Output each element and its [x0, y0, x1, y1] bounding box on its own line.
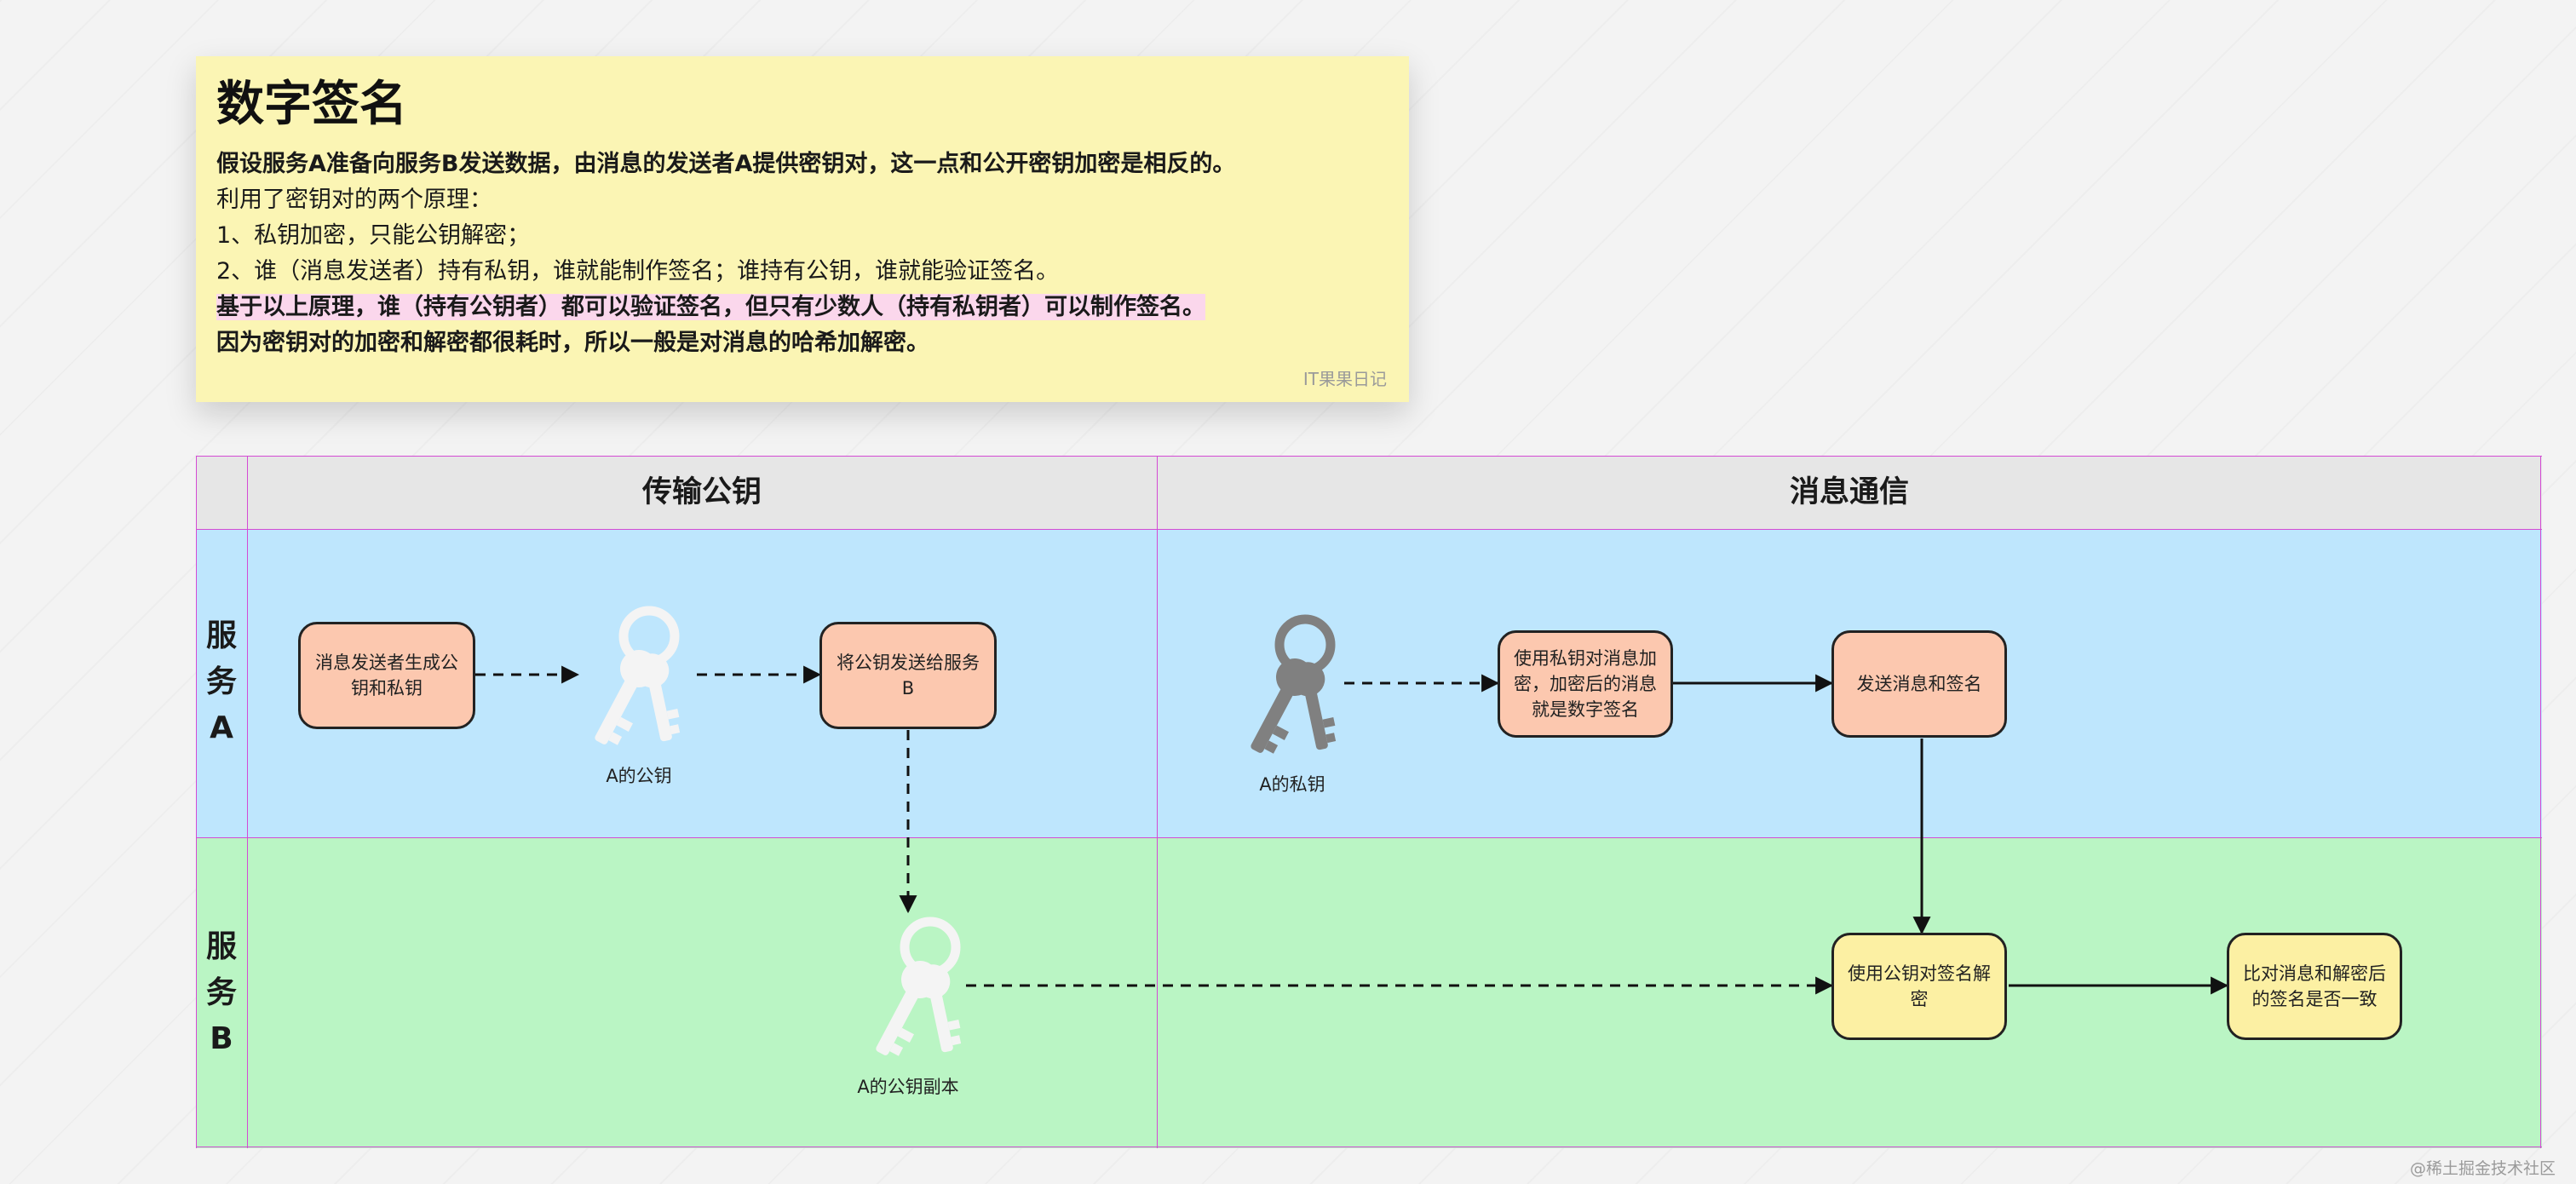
note-line-highlight: 基于以上原理，谁（持有公钥者）都可以验证签名，但只有少数人（持有私钥者）可以制作… — [216, 290, 1387, 325]
note-line: 假设服务A准备向服务B发送数据，由消息的发送者A提供密钥对，这一点和公开密钥加密… — [216, 150, 1236, 177]
lane-label-char: A — [210, 710, 233, 745]
sticky-note: 数字签名 假设服务A准备向服务B发送数据，由消息的发送者A提供密钥对，这一点和公… — [196, 56, 1409, 402]
connector-layer — [475, 665, 2229, 995]
grid-line — [196, 837, 2542, 838]
note-footer: IT果果日记 — [1302, 369, 1387, 389]
lane-label-b: 服 务 B — [196, 924, 247, 1062]
private-key-label: A的私钥 — [1259, 774, 1325, 795]
lane-label-a: 服 务 A — [196, 613, 247, 751]
grid-line — [196, 456, 197, 1148]
highlight-text: 基于以上原理，谁（持有公钥者）都可以验证签名，但只有少数人（持有私钥者）可以制作… — [216, 293, 1205, 320]
public-key-label: A的公钥 — [606, 766, 672, 786]
lane-b-band — [196, 837, 2542, 1148]
lane-label-char: 务 — [205, 975, 237, 1010]
private-key-icon — [1251, 614, 1337, 754]
public-key-copy-label: A的公钥副本 — [857, 1077, 959, 1097]
grid-line — [196, 456, 2542, 457]
node-decrypt-signature: 使用公钥对签名解密 — [1831, 933, 2007, 1040]
column-header-band — [196, 456, 2542, 529]
note-line: 2、谁（消息发送者）持有私钥，谁就能制作签名；谁持有公钥，谁就能验证签名。 — [216, 257, 1060, 285]
node-sign-message: 使用私钥对消息加密，加密后的消息就是数字签名 — [1498, 630, 1673, 738]
public-key-icon — [595, 606, 681, 745]
node-send-public-key: 将公钥发送给服务B — [819, 622, 997, 729]
credit-text: @稀土掘金技术社区 — [2409, 1159, 2556, 1178]
note-line: 因为密钥对的加密和解密都很耗时，所以一般是对消息的哈希加解密。 — [216, 329, 929, 356]
column-title-transfer: 传输公钥 — [641, 475, 762, 509]
node-send-message: 发送消息和签名 — [1831, 630, 2007, 738]
grid-line — [196, 529, 2542, 530]
grid-line — [247, 456, 248, 1148]
grid-line — [1157, 456, 1158, 1148]
note-line: 利用了密钥对的两个原理： — [216, 186, 492, 213]
node-generate-keys: 消息发送者生成公钥和私钥 — [298, 622, 475, 729]
public-key-copy-icon — [876, 917, 962, 1056]
note-line: 1、私钥加密，只能公钥解密； — [216, 221, 531, 249]
swimlane-diagram: 传输公钥 消息通信 服 务 A 服 务 B 消息发送者生成公钥和私钥 将公钥发送… — [196, 456, 2542, 1148]
node-compare: 比对消息和解密后的签名是否一致 — [2227, 933, 2402, 1040]
lane-label-char: B — [210, 1021, 233, 1056]
lane-label-char: 服 — [205, 929, 237, 964]
grid-line — [2540, 456, 2541, 1148]
note-title: 数字签名 — [216, 77, 407, 132]
column-title-messaging: 消息通信 — [1789, 475, 1909, 509]
lane-label-char: 务 — [205, 664, 237, 699]
lane-label-char: 服 — [205, 618, 237, 653]
